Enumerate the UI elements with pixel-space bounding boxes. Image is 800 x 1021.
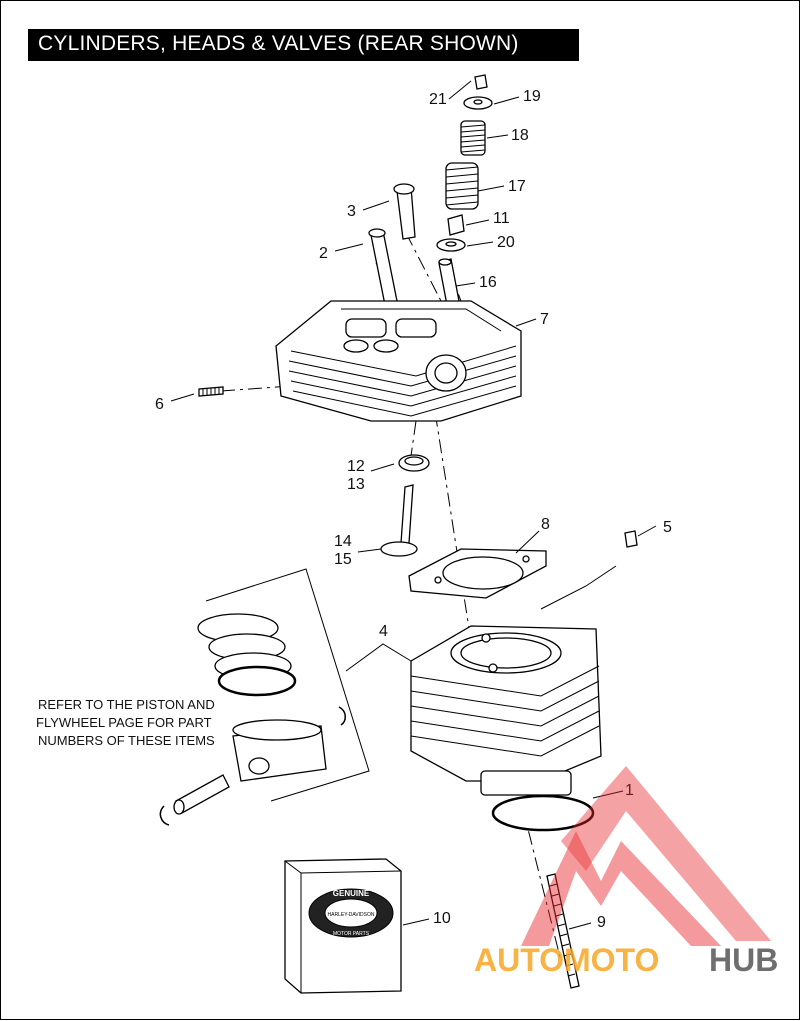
intake-valve-part [368,228,398,306]
callout-16: 16 [479,274,497,291]
piston-part [232,719,327,782]
watermark-triangle-icon [521,831,721,946]
callout-12: 12 [347,458,365,475]
spring-seat-part [436,238,466,252]
cylinder-o-ring-part [491,794,595,832]
circlip-part [159,706,346,826]
valve-seat-insert-part [398,454,430,472]
callout-11: 11 [493,210,510,227]
watermark-logo: AUTO MOTO HUB [474,766,778,978]
inner-valve-spring-part [460,120,486,156]
callout-5: 5 [663,519,672,536]
watermark-auto-text: AUTO [474,942,564,978]
exhaust-valve-part [393,183,416,240]
watermark-moto-text: MOTO [564,942,659,978]
piston-pin-part [173,774,230,815]
watermark-a-icon [561,766,771,941]
valve-keeper-part [474,74,488,90]
cylinder-part [410,625,602,796]
note-line-1: REFER TO THE PISTON AND [38,697,215,712]
spring-retainer-part [463,96,493,110]
callout-18: 18 [511,127,529,144]
cylinder-stud-part [546,873,580,989]
callout-1: 1 [625,782,634,799]
valve-14-part [380,484,418,557]
callout-6: 6 [155,396,164,413]
logo-genuine-text: GENUINE [333,889,370,898]
valve-guide-part [438,258,460,306]
cylinder-head-part [275,300,522,422]
callout-17: 17 [508,178,526,195]
callout-7: 7 [540,311,549,328]
note-line-3: NUMBERS OF THESE ITEMS [38,733,215,748]
reference-note: REFER TO THE PISTON AND FLYWHEEL PAGE FO… [36,697,215,748]
callout-9: 9 [597,914,606,931]
callout-3: 3 [347,203,356,220]
piston-bracket [205,568,412,802]
head-stud-part [198,386,224,397]
parts-catalog-part: GENUINE HARLEY-DAVIDSON MOTOR PARTS [284,858,402,994]
callout-2: 2 [319,245,328,262]
leader-lines [170,80,657,930]
piston-rings-part [197,613,297,697]
diagram-title: CYLINDERS, HEADS & VALVES (REAR SHOWN) [38,32,519,55]
callout-21: 21 [429,91,447,108]
callout-20: 20 [497,234,515,251]
head-gasket-part [408,548,547,599]
callout-labels: 1 2 3 4 5 6 7 8 9 10 11 12 13 14 15 16 1… [155,88,672,931]
outer-valve-spring-part [445,162,479,210]
callout-10: 10 [433,910,451,927]
logo-motor-parts-text: MOTOR PARTS [333,931,370,937]
callout-8: 8 [541,516,550,533]
watermark-hub-text: HUB [709,942,778,978]
callout-19: 19 [523,88,541,105]
valve-stem-seal-part [447,214,465,236]
dowel-pin-part [624,530,638,548]
note-line-2: FLYWHEEL PAGE FOR PART [36,715,212,730]
callout-14: 14 [334,533,352,550]
logo-brand-text: HARLEY-DAVIDSON [328,912,375,918]
callout-15: 15 [334,551,352,568]
callout-4: 4 [379,623,388,640]
callout-13: 13 [347,476,365,493]
title-bar: CYLINDERS, HEADS & VALVES (REAR SHOWN) [28,29,579,61]
